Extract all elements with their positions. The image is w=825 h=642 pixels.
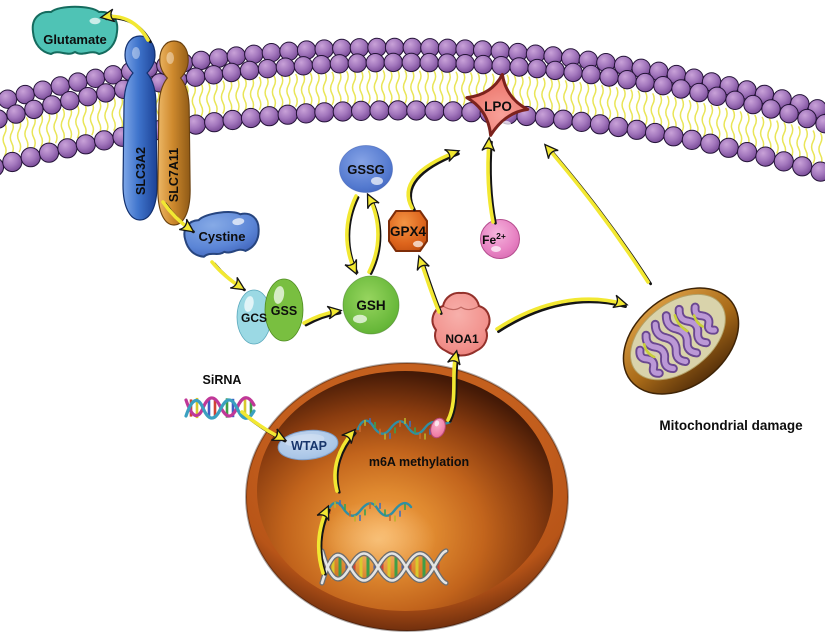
gpx4-label: GPX4 xyxy=(390,224,427,239)
gcs-highlight xyxy=(244,296,254,312)
arrow-gss-to-gsh xyxy=(302,311,340,327)
glutamate-highlight xyxy=(89,17,101,25)
arrow-cystine-to-gcs xyxy=(210,260,244,292)
nucleus-glow xyxy=(320,500,436,580)
gpx4-highlight xyxy=(413,240,423,248)
arrow-slc-to-glutamate xyxy=(104,16,152,44)
gssg-molecule xyxy=(339,145,393,193)
arrow-m6a-to-noa1 xyxy=(446,354,458,423)
m6a-mrna-strand xyxy=(356,417,452,440)
mrna-strand xyxy=(326,500,413,522)
arrow-dna-to-mrna xyxy=(319,509,331,576)
arrow-mito-to-lpo xyxy=(547,147,652,286)
mrna-ticks xyxy=(329,500,406,522)
cystine-label: Cystine xyxy=(199,229,246,244)
slc3a2-transporter xyxy=(122,35,158,221)
wtap-label: WTAP xyxy=(291,439,327,453)
noa1-protein xyxy=(431,291,491,357)
arrow-noa1-to-gpx4 xyxy=(420,259,443,315)
arrow-noa1-to-mito xyxy=(495,299,626,333)
arrow-gpx4-to-lpo xyxy=(406,152,458,212)
arrows xyxy=(104,16,652,576)
arrow-gsh-to-gssg xyxy=(369,197,382,275)
glutamate-molecule xyxy=(31,5,119,56)
wtap-highlight xyxy=(284,434,325,447)
gsh-highlight xyxy=(353,314,367,324)
lpo-protein xyxy=(465,72,530,137)
fe2-ion xyxy=(480,219,520,259)
gpx4-enzyme xyxy=(388,210,428,252)
m6a-methylation-label: m6A methylation xyxy=(369,455,469,469)
slc3a2-label: SLC3A2 xyxy=(134,147,148,195)
slc7a11-transporter xyxy=(157,40,191,226)
mitochondria-cristae xyxy=(635,302,719,378)
arrow-sirna-to-wtap xyxy=(240,410,285,443)
sirna-label: SiRNA xyxy=(203,373,242,387)
noa1-label: NOA1 xyxy=(445,332,479,346)
slc3a2-highlight xyxy=(132,47,140,59)
fe2-label: Fe2+ xyxy=(482,231,506,247)
mitochondria xyxy=(622,287,740,395)
lpo-highlight xyxy=(502,120,512,128)
fe2-highlight xyxy=(491,246,501,252)
cystine-highlight xyxy=(232,218,245,226)
gcs-label: GCS xyxy=(241,311,267,325)
gcs-enzyme xyxy=(236,289,272,345)
mitochondrial-damage-label: Mitochondrial damage xyxy=(659,418,803,433)
sirna-helix xyxy=(184,396,256,420)
gsh-label: GSH xyxy=(356,298,385,313)
m6a-mark xyxy=(430,417,446,439)
glutamate-label: Glutamate xyxy=(43,32,107,47)
dna-double-helix xyxy=(319,548,449,586)
gssg-highlight xyxy=(371,177,383,185)
noa1-lobe-creases xyxy=(442,305,480,311)
mrna-ticks xyxy=(359,418,431,440)
gssg-label: GSSG xyxy=(347,162,385,177)
cystine-molecule xyxy=(183,211,260,258)
arrow-mrna-to-m6a xyxy=(333,432,357,494)
nucleus xyxy=(245,362,569,632)
gss-highlight xyxy=(273,286,285,304)
wtap-protein xyxy=(277,429,339,461)
arrow-slc-to-cystine xyxy=(161,200,193,234)
arrow-fe2-to-lpo xyxy=(488,141,497,225)
gss-label: GSS xyxy=(271,304,297,318)
slc7a11-label: SLC7A11 xyxy=(167,148,181,202)
gss-enzyme xyxy=(264,278,304,342)
gsh-molecule xyxy=(342,275,400,335)
slc7a11-highlight xyxy=(166,52,174,64)
arrow-gssg-to-gsh xyxy=(347,194,360,273)
lpo-label: LPO xyxy=(484,99,512,114)
